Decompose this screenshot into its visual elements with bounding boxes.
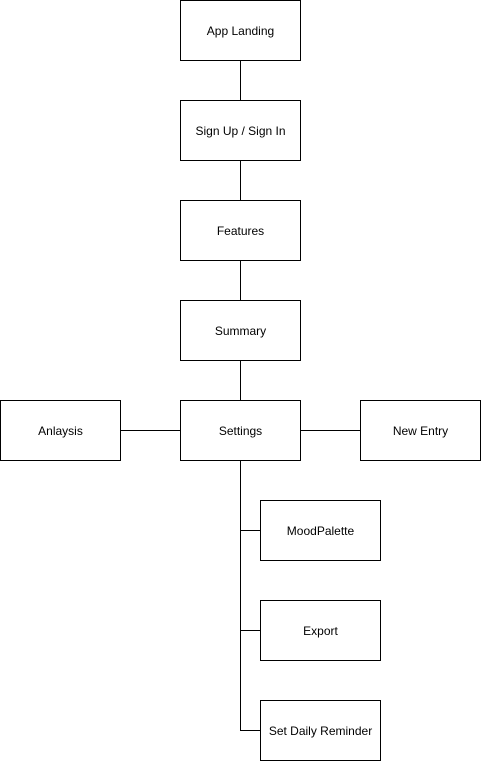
node-export-label: Export [303, 623, 338, 638]
node-settings-label: Settings [218, 423, 263, 438]
node-sign-up-sign-in: Sign Up / Sign In [180, 100, 301, 161]
node-sign-up-sign-in-label: Sign Up / Sign In [195, 123, 286, 138]
edge-settings-to-new-entry [300, 430, 360, 431]
edge-features-to-summary [240, 260, 241, 300]
node-set-daily-reminder-label: Set Daily Reminder [268, 723, 373, 738]
node-summary: Summary [180, 300, 301, 361]
node-mood-palette: MoodPalette [260, 500, 381, 561]
edge-settings-trunk [240, 460, 241, 731]
edge-settings-to-set-daily-reminder [240, 730, 260, 731]
edge-settings-to-export [240, 630, 260, 631]
node-analysis-label: Anlaysis [38, 423, 83, 438]
edge-summary-to-settings [240, 360, 241, 400]
node-summary-label: Summary [214, 323, 267, 338]
node-set-daily-reminder: Set Daily Reminder [260, 700, 381, 761]
edge-settings-to-mood-palette [240, 530, 260, 531]
edge-settings-to-analysis [120, 430, 180, 431]
node-features: Features [180, 200, 301, 261]
node-new-entry: New Entry [360, 400, 481, 461]
node-app-landing-label: App Landing [206, 23, 275, 38]
node-app-landing: App Landing [180, 0, 301, 61]
node-features-label: Features [216, 223, 265, 238]
node-mood-palette-label: MoodPalette [286, 523, 355, 538]
edge-sign-in-to-features [240, 160, 241, 200]
node-analysis: Anlaysis [0, 400, 121, 461]
edge-app-landing-to-sign-in [240, 60, 241, 100]
node-new-entry-label: New Entry [392, 423, 449, 438]
node-settings: Settings [180, 400, 301, 461]
node-export: Export [260, 600, 381, 661]
